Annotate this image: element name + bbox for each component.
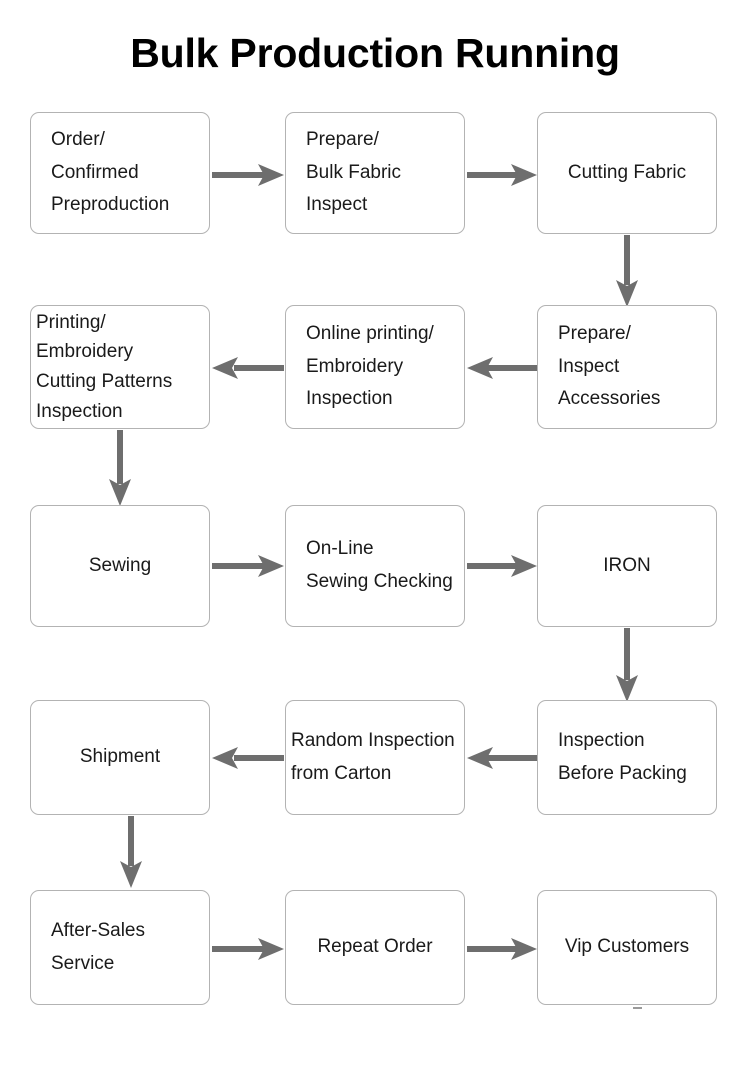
arrow-sewing-to-on-line-sewing-checking [212, 553, 284, 579]
node-label: Order/ Confirmed Preproduction [51, 128, 170, 216]
arrow-prepare-bulk-fabric-to-cutting-fabric [467, 162, 537, 188]
arrow-prepare-inspect-accessories-to-online-printing [467, 355, 537, 381]
node-order-confirmed-preproduction[interactable]: Order/ Confirmed Preproduction [30, 112, 210, 234]
node-cutting-fabric[interactable]: Cutting Fabric [537, 112, 717, 234]
node-prepare-bulk-fabric-inspect[interactable]: Prepare/ Bulk Fabric Inspect [285, 112, 465, 234]
arrow-cutting-fabric-to-prepare-inspect-accessories [614, 235, 640, 307]
node-label: Repeat Order [317, 936, 433, 958]
node-label: Printing/ Embroidery Cutting Patterns In… [36, 311, 173, 422]
node-label: Online printing/ Embroidery Inspection [306, 322, 434, 410]
arrow-order-to-prepare-bulk-fabric [212, 162, 284, 188]
arrow-repeat-order-to-vip-customers [467, 936, 537, 962]
node-iron[interactable]: IRON [537, 505, 717, 627]
arrow-printing-embroidery-to-sewing [107, 430, 133, 506]
node-inspection-before-packing[interactable]: Inspection Before Packing [537, 700, 717, 815]
scan-artifact-mark [633, 1007, 642, 1009]
node-label: Random Inspection from Carton [291, 729, 455, 784]
node-sewing[interactable]: Sewing [30, 505, 210, 627]
node-label: Prepare/ Bulk Fabric Inspect [306, 128, 402, 216]
node-printing-embroidery-cutting-patterns-inspection[interactable]: Printing/ Embroidery Cutting Patterns In… [30, 305, 210, 429]
node-label: IRON [603, 554, 651, 576]
node-label: On-Line Sewing Checking [306, 538, 453, 592]
node-repeat-order[interactable]: Repeat Order [285, 890, 465, 1005]
node-label: Vip Customers [564, 936, 690, 958]
arrow-after-sales-service-to-repeat-order [212, 936, 284, 962]
arrow-on-line-sewing-checking-to-iron [467, 553, 537, 579]
node-vip-customers[interactable]: Vip Customers [537, 890, 717, 1005]
node-label: Sewing [88, 554, 152, 576]
node-shipment[interactable]: Shipment [30, 700, 210, 815]
arrow-inspection-before-packing-to-random-inspection [467, 745, 537, 771]
node-online-printing-embroidery-inspection[interactable]: Online printing/ Embroidery Inspection [285, 305, 465, 429]
node-label: Shipment [79, 746, 161, 768]
node-label: Inspection Before Packing [558, 729, 687, 784]
arrow-online-printing-to-printing-embroidery [212, 355, 284, 381]
node-random-inspection-from-carton[interactable]: Random Inspection from Carton [285, 700, 465, 815]
node-label: Cutting Fabric [567, 161, 687, 183]
arrow-iron-to-inspection-before-packing [614, 628, 640, 702]
node-prepare-inspect-accessories[interactable]: Prepare/ Inspect Accessories [537, 305, 717, 429]
node-on-line-sewing-checking[interactable]: On-Line Sewing Checking [285, 505, 465, 627]
node-label: After-Sales Service [51, 919, 145, 974]
node-label: Prepare/ Inspect Accessories [558, 322, 661, 410]
arrow-random-inspection-to-shipment [212, 745, 284, 771]
page-title: Bulk Production Running [130, 30, 620, 76]
arrow-shipment-to-after-sales-service [118, 816, 144, 888]
node-after-sales-service[interactable]: After-Sales Service [30, 890, 210, 1005]
